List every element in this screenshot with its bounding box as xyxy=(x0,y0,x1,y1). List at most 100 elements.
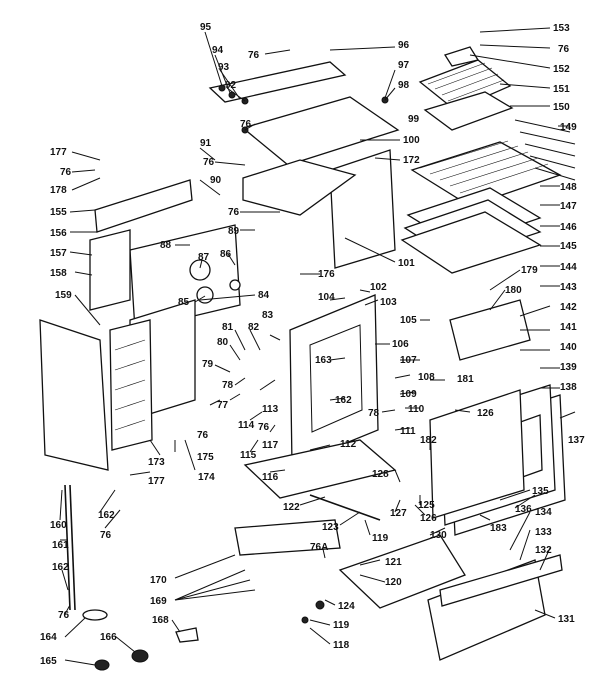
callout-183: 183 xyxy=(490,523,507,534)
bracket-168 xyxy=(175,627,199,643)
callout-134: 134 xyxy=(535,507,552,518)
callout-162: 162 xyxy=(52,562,69,573)
callout-146: 146 xyxy=(560,222,577,233)
leveler-rod-161 xyxy=(69,484,76,611)
callout-144: 144 xyxy=(560,262,577,273)
callout-145: 145 xyxy=(560,241,577,252)
callout-116: 116 xyxy=(262,472,279,483)
callout-156: 156 xyxy=(50,228,67,239)
callout-139: 139 xyxy=(560,362,577,373)
callout-135: 135 xyxy=(532,486,549,497)
oven-frame-102 xyxy=(289,294,379,466)
foot-165 xyxy=(94,659,110,671)
callout-90: 90 xyxy=(210,175,222,186)
callout-162: 162 xyxy=(335,395,352,406)
callout-97: 97 xyxy=(398,60,410,71)
callout-169: 169 xyxy=(150,596,167,607)
valve-87 xyxy=(189,259,211,281)
callout-106: 106 xyxy=(392,339,409,350)
callout-98: 98 xyxy=(398,80,410,91)
callout-177: 177 xyxy=(50,147,67,158)
callout-102: 102 xyxy=(370,282,387,293)
callout-140: 140 xyxy=(560,342,577,353)
callout-76: 76 xyxy=(100,530,112,541)
callout-177: 177 xyxy=(148,476,165,487)
callout-170: 170 xyxy=(150,575,167,586)
callout-163: 163 xyxy=(315,355,332,366)
callout-124: 124 xyxy=(338,601,355,612)
callout-83: 83 xyxy=(262,310,274,321)
callout-92: 92 xyxy=(225,80,237,91)
callout-110: 110 xyxy=(408,404,425,415)
callout-76: 76 xyxy=(240,119,252,130)
callout-143: 143 xyxy=(560,282,577,293)
callout-123: 123 xyxy=(322,522,339,533)
callout-133: 133 xyxy=(535,527,552,538)
callout-176: 176 xyxy=(318,269,335,280)
callout-104: 104 xyxy=(318,292,335,303)
top-cover-96 xyxy=(208,61,347,103)
callout-115: 115 xyxy=(240,450,257,461)
foot-166 xyxy=(131,649,149,663)
callout-152: 152 xyxy=(553,64,570,75)
callout-84: 84 xyxy=(258,290,270,301)
side-door-160 xyxy=(39,319,109,471)
parts-layer xyxy=(39,46,576,671)
broiler-grid xyxy=(418,46,512,111)
burner-box-89 xyxy=(242,159,357,216)
callout-179: 179 xyxy=(521,265,538,276)
callout-164: 164 xyxy=(40,632,57,643)
callout-labels: 95 94 93 92 76 96 97 98 99 153 76 152 15… xyxy=(40,22,585,667)
callout-178: 178 xyxy=(50,185,67,196)
callout-112: 112 xyxy=(340,439,357,450)
callout-128: 128 xyxy=(372,469,389,480)
callout-76A: 76A xyxy=(310,542,328,553)
callout-182: 182 xyxy=(420,435,437,446)
callout-175: 175 xyxy=(197,452,214,463)
callout-153: 153 xyxy=(553,23,570,34)
callout-160: 160 xyxy=(50,520,67,531)
side-panel-157 xyxy=(89,229,131,311)
callout-141: 141 xyxy=(560,322,577,333)
callout-168: 168 xyxy=(152,615,169,626)
callout-158: 158 xyxy=(50,268,67,279)
base-rail-170 xyxy=(234,519,341,556)
callout-157: 157 xyxy=(50,248,67,259)
callout-181: 181 xyxy=(457,374,474,385)
callout-180: 180 xyxy=(505,285,522,296)
burner-122 xyxy=(309,494,381,521)
callout-125: 125 xyxy=(418,500,435,511)
leg-164 xyxy=(82,609,108,621)
callout-127: 127 xyxy=(390,508,407,519)
callout-109: 109 xyxy=(400,389,417,400)
back-panel-88 xyxy=(129,224,241,331)
callout-78: 78 xyxy=(368,408,380,419)
callout-76: 76 xyxy=(58,610,70,621)
cooktop-panel-100 xyxy=(241,96,400,166)
callout-94: 94 xyxy=(212,45,224,56)
handle-133 xyxy=(439,554,563,607)
leader-lines xyxy=(59,27,576,666)
callout-121: 121 xyxy=(385,557,402,568)
part-86 xyxy=(229,279,241,291)
callout-161: 161 xyxy=(52,540,69,551)
callout-138: 138 xyxy=(560,382,577,393)
callout-82: 82 xyxy=(248,322,260,333)
callout-107: 107 xyxy=(400,355,417,366)
callout-89: 89 xyxy=(228,226,240,237)
callout-105: 105 xyxy=(400,315,417,326)
callout-76: 76 xyxy=(558,44,570,55)
oven-door xyxy=(429,384,566,536)
side-strip-155 xyxy=(94,179,193,233)
callout-96: 96 xyxy=(398,40,410,51)
callout-142: 142 xyxy=(560,302,577,313)
callout-76: 76 xyxy=(197,430,209,441)
callout-166: 166 xyxy=(100,632,117,643)
callout-76: 76 xyxy=(203,157,215,168)
callout-155: 155 xyxy=(50,207,67,218)
insulation-173 xyxy=(109,319,153,451)
callout-79: 79 xyxy=(202,359,214,370)
callout-131: 131 xyxy=(558,614,575,625)
